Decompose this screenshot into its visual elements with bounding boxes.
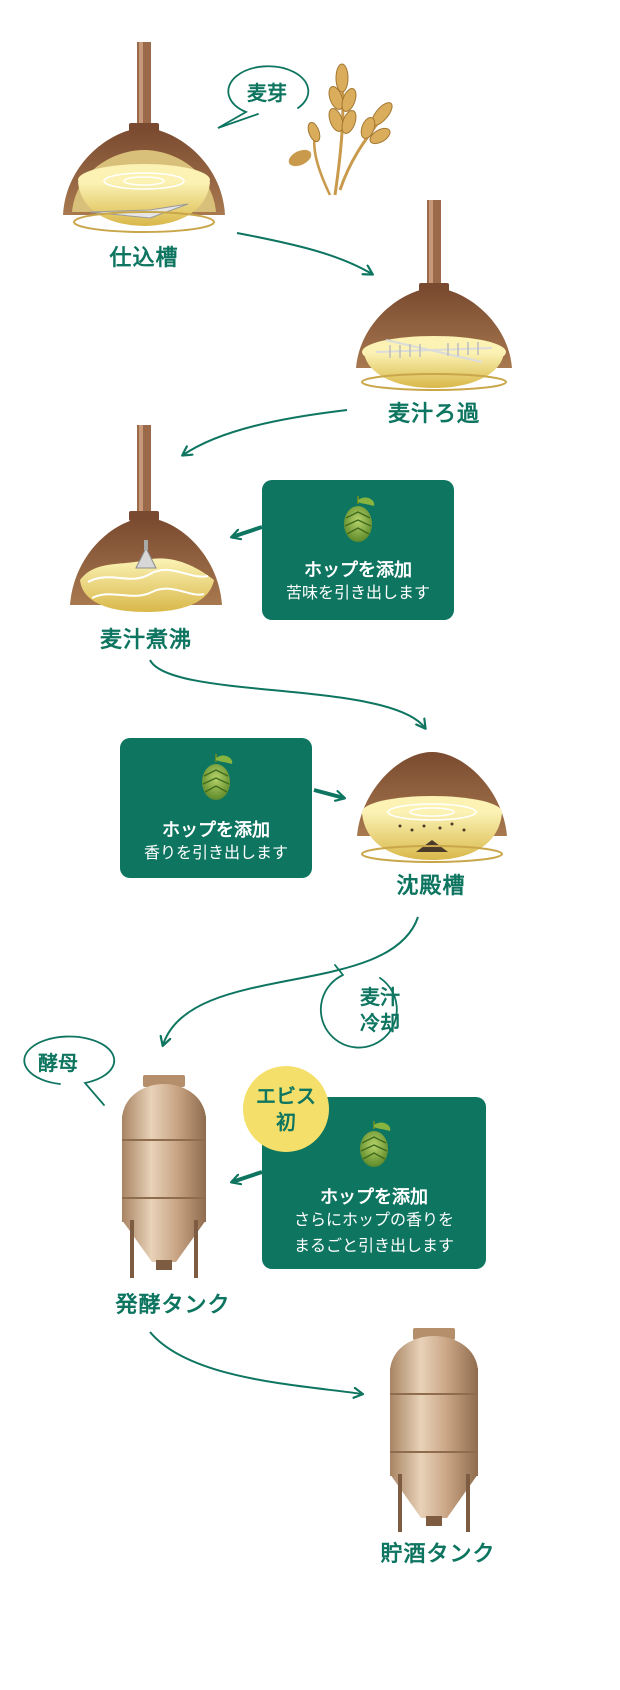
yeast-bubble xyxy=(23,1035,116,1106)
cooling-text-line2: 冷却 xyxy=(360,1011,400,1035)
arrow-card3 xyxy=(232,1170,263,1182)
arrow-boil-to-whirlpool xyxy=(149,659,425,728)
step-label-fermentation: 発酵タンク xyxy=(115,1293,231,1318)
arrow-mash-to-lauter xyxy=(236,232,372,274)
arrow-card2 xyxy=(313,788,344,798)
whirlpool-illustration xyxy=(357,752,507,863)
cooling-bubble-text: 麦汁 冷却 xyxy=(340,984,420,1036)
arrow-whirlpool-to-ferment xyxy=(163,916,419,1045)
wheat-illustration xyxy=(288,63,393,196)
hop-card-desc-line1: 香りを引き出します xyxy=(143,843,288,862)
hop-card-whole-aroma: ホップを添加 さらにホップの香りを まるごと引き出します xyxy=(262,1097,486,1269)
hop-card-desc-line1: 苦味を引き出します xyxy=(285,583,430,602)
malt-bubble xyxy=(217,65,310,129)
hop-card-title: ホップを添加 xyxy=(162,820,270,841)
step-label-whirlpool: 沈殿槽 xyxy=(396,874,466,899)
hop-icon xyxy=(360,1121,391,1167)
flow-arrows xyxy=(149,232,425,1394)
step-label-boil: 麦汁煮沸 xyxy=(99,628,192,653)
mash-tun-illustration xyxy=(63,42,225,233)
yebisu-first-badge: エビス 初 xyxy=(243,1066,329,1152)
hop-card-aroma: ホップを添加 香りを引き出します xyxy=(120,738,312,878)
malt-bubble-text: 麦芽 xyxy=(247,81,287,105)
step-label-mash-tun: 仕込槽 xyxy=(109,246,179,271)
badge-line1: エビス xyxy=(256,1084,316,1108)
hop-card-bitterness: ホップを添加 苦味を引き出します xyxy=(262,480,454,620)
hop-card-desc-line2: まるごと引き出します xyxy=(293,1236,454,1255)
hop-icon xyxy=(344,496,375,542)
arrow-card1 xyxy=(232,525,263,537)
yeast-bubble-text: 酵母 xyxy=(38,1051,78,1075)
bubbles xyxy=(23,65,398,1106)
badge-line2: 初 xyxy=(276,1110,296,1134)
cooling-bubble xyxy=(319,964,398,1049)
storage-tank-illustration xyxy=(390,1328,478,1532)
cooling-text-line1: 麦汁 xyxy=(360,985,400,1009)
step-label-storage: 貯酒タンク xyxy=(380,1542,496,1567)
kettle-illustration xyxy=(70,425,222,612)
arrow-lauter-to-boil xyxy=(183,409,348,455)
hop-icon xyxy=(202,754,233,800)
fermentation-tank-illustration xyxy=(122,1075,206,1278)
lauter-tun-illustration xyxy=(356,200,512,391)
hop-card-desc-line1: さらにホップの香りを xyxy=(293,1210,454,1229)
hop-card-title: ホップを添加 xyxy=(320,1187,428,1208)
arrow-ferment-to-storage xyxy=(149,1331,362,1394)
hop-card-title: ホップを添加 xyxy=(304,560,412,581)
step-label-lauter: 麦汁ろ過 xyxy=(387,402,480,427)
